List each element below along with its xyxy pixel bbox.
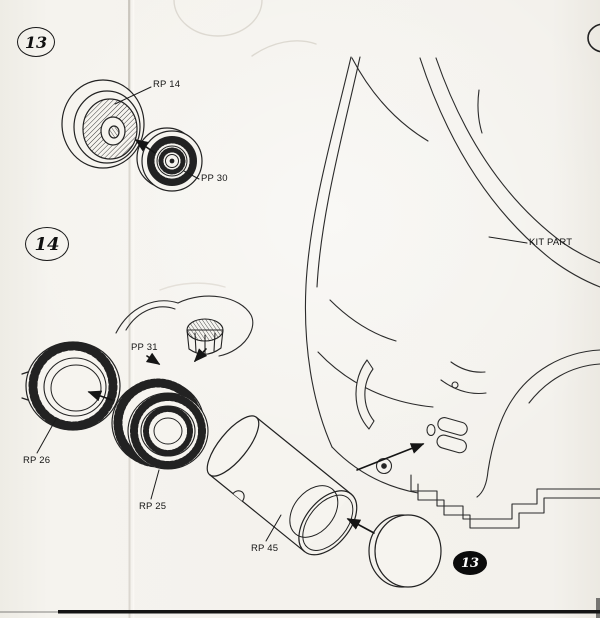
cover-disc-drawing (368, 514, 442, 588)
part-label-pp30: PP 30 (201, 173, 228, 184)
assembly-arrows (87, 139, 425, 534)
part-label-rp14: RP 14 (153, 79, 181, 90)
leader-lines (36, 86, 528, 542)
scan-edge (0, 598, 600, 618)
cutoff-step-oval (587, 23, 600, 53)
step-13-badge-number: 13 (460, 555, 480, 571)
step-13-badge: 13 (453, 551, 487, 575)
kit-part-label: KIT PART (529, 237, 573, 248)
part-label-pp31: PP 31 (131, 342, 158, 353)
part-label-rp25: RP 25 (139, 501, 167, 512)
part-label-rp26: RP 26 (23, 455, 51, 466)
tube-rp45-drawing (206, 415, 358, 556)
drum-rp25-drawing (111, 378, 209, 470)
fuselage-kit-part-drawing (304, 56, 600, 529)
intake-cowl-drawing (61, 79, 145, 169)
part-label-rp45: RP 45 (251, 543, 279, 554)
bleed-through-marks (159, 0, 317, 291)
step-14-marker: 14 (25, 227, 69, 261)
step-13-number: 13 (24, 32, 48, 52)
step-13-marker: 13 (17, 27, 55, 57)
ring-rp26-drawing (21, 341, 121, 431)
step-14-number: 14 (34, 233, 60, 255)
duct-curve-drawing (115, 295, 254, 357)
step14-cap-drawing (186, 318, 224, 355)
fan-disc-drawing (136, 127, 203, 192)
